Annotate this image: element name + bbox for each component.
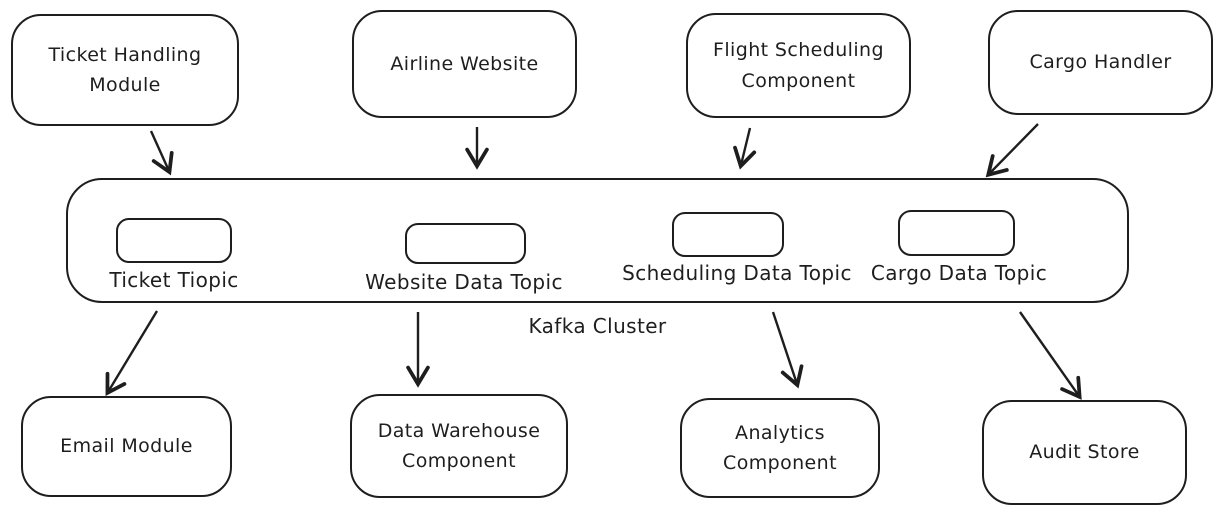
arrow-cargo-handler-to-cluster <box>985 123 1039 178</box>
node-audit-store: Audit Store <box>982 400 1187 505</box>
node-flight-scheduling-component: Flight Scheduling Component <box>686 13 911 118</box>
topic-label-website: Website Data Topic <box>365 270 563 294</box>
node-analytics-component: Analytics Component <box>680 398 880 498</box>
node-label: Ticket Handling Module <box>48 43 202 96</box>
node-ticket-handling-module: Ticket Handling Module <box>11 14 239 126</box>
node-label: Data Warehouse Component <box>377 419 541 472</box>
kafka-cluster-label: Kafka Cluster <box>528 314 667 338</box>
topic-box-scheduling <box>672 212 784 257</box>
topic-label-cargo: Cargo Data Topic <box>870 261 1048 285</box>
node-label: Analytics Component <box>723 421 837 474</box>
node-airline-website: Airline Website <box>352 10 577 118</box>
node-label: Flight Scheduling Component <box>713 39 884 92</box>
node-label: Airline Website <box>390 52 539 75</box>
node-label: Cargo Handler <box>1029 51 1172 74</box>
node-cargo-handler: Cargo Handler <box>988 10 1213 115</box>
node-data-warehouse-component: Data Warehouse Component <box>350 394 568 498</box>
topic-box-ticket <box>116 218 232 263</box>
node-email-module: Email Module <box>21 396 232 497</box>
node-label: Audit Store <box>1029 441 1140 464</box>
topic-label-scheduling: Scheduling Data Topic <box>622 261 852 285</box>
topic-label-ticket: Ticket Tiopic <box>109 268 239 292</box>
topic-box-cargo <box>898 210 1015 256</box>
arrow-ticket-handling-to-cluster <box>149 130 174 176</box>
node-label: Email Module <box>60 435 193 458</box>
arrow-flight-scheduling-to-cluster <box>733 127 757 170</box>
topic-box-website <box>405 223 526 264</box>
